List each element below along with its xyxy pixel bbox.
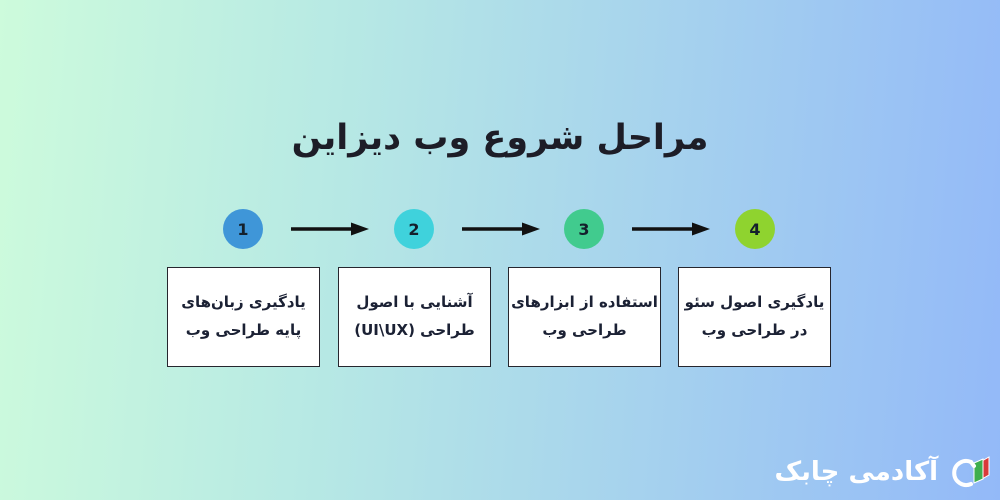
brand-logo: آکادمی چابک [775, 450, 990, 494]
step-number-1: 1 [237, 219, 249, 239]
step-card-2-line-2: طراحی (UI\UX) [354, 321, 475, 339]
brand-logo-icon [952, 456, 990, 487]
step-card-3: استفاده از ابزارهای طراحی وب [508, 267, 661, 367]
step-card-1-line-1: یادگیری زبان‌های [181, 293, 306, 312]
step-circle-4: 4 [735, 209, 775, 249]
arrow-right-icon [291, 222, 369, 236]
step-circle-2: 2 [394, 209, 434, 249]
step-number-4: 4 [749, 219, 761, 239]
step-number-2: 2 [408, 219, 420, 239]
step-card-2: آشنایی با اصول طراحی (UI\UX) [338, 267, 491, 367]
step-card-2-line-1: آشنایی با اصول [356, 293, 473, 312]
step-card-3-line-2: طراحی وب [542, 321, 627, 339]
step-card-3-line-1: استفاده از ابزارهای [511, 293, 658, 312]
step-card-4-line-1: یادگیری اصول سئو [684, 293, 825, 312]
step-circle-3: 3 [564, 209, 604, 249]
step-card-1-line-2: پایه طراحی وب [185, 321, 302, 339]
step-circle-1: 1 [223, 209, 263, 249]
arrow-right-icon [632, 222, 710, 236]
step-card-4-line-2: در طراحی وب [701, 321, 808, 339]
arrow-right-icon [462, 222, 540, 236]
step-number-3: 3 [578, 219, 590, 239]
page-title: مراحل شروع وب دیزاین [291, 118, 709, 158]
step-card-1: یادگیری زبان‌های پایه طراحی وب [167, 267, 320, 367]
step-card-4: یادگیری اصول سئو در طراحی وب [678, 267, 831, 367]
brand-logo-text: آکادمی چابک [774, 457, 938, 487]
